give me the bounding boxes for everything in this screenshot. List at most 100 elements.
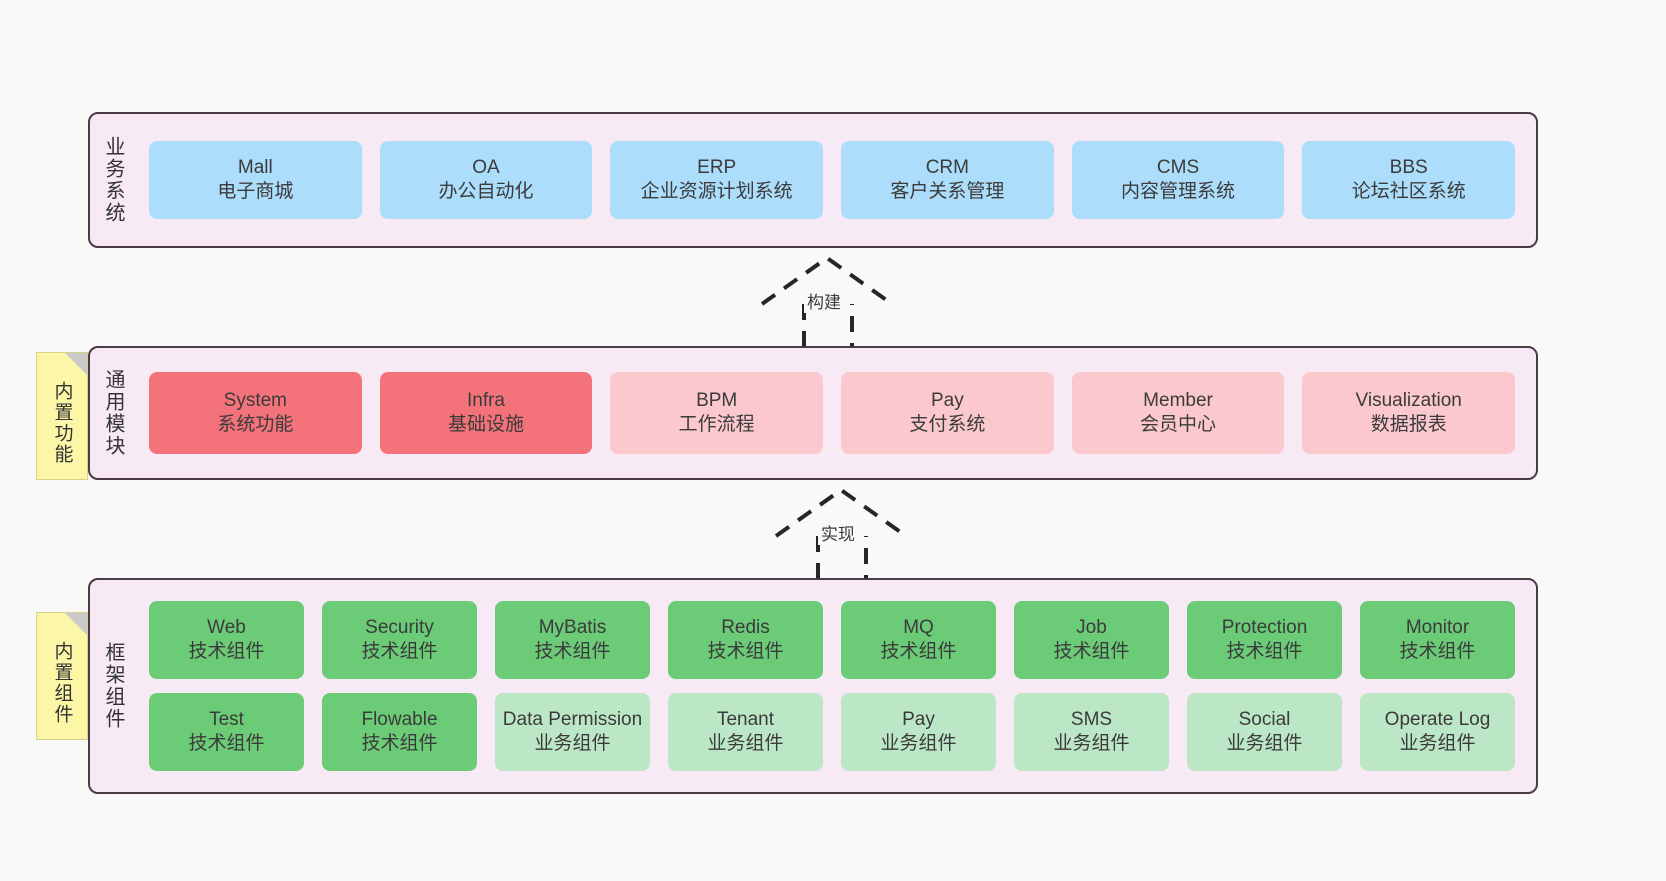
connector-build: 构建 [742,252,942,350]
note-builtin-features: 内置功能 [36,352,88,480]
card-subtitle: 基础设施 [448,414,525,435]
note-fold-corner [65,353,87,375]
connector-build-label: 构建 [804,288,844,313]
card-title: Visualization [1355,389,1462,411]
card-subtitle: 客户关系管理 [890,181,1005,202]
card-subtitle: 业务组件 [707,733,784,754]
card-title: Test [209,708,244,730]
component-card-redis[interactable]: Redis 技术组件 [668,601,823,679]
card-title: Tenant [716,708,775,730]
card-subtitle: 内容管理系统 [1121,181,1236,202]
card-subtitle: 电子商城 [217,181,294,202]
system-card-erp[interactable]: ERP 企业资源计划系统 [610,141,824,219]
card-title: BPM [696,389,738,411]
note-fold-corner [65,613,87,635]
card-title: MyBatis [538,616,607,638]
card-subtitle: 支付系统 [909,414,986,435]
card-title: Flowable [361,708,438,730]
card-title: Infra [466,389,506,411]
component-card-mq[interactable]: MQ 技术组件 [841,601,996,679]
card-subtitle: 业务组件 [1226,733,1303,754]
card-title: OA [472,156,500,178]
card-title: Redis [721,616,770,638]
card-subtitle: 会员中心 [1140,414,1217,435]
card-title: SMS [1070,708,1113,730]
card-subtitle: 业务组件 [534,733,611,754]
card-subtitle: 论坛社区系统 [1351,181,1466,202]
component-card-security[interactable]: Security 技术组件 [322,601,477,679]
note-builtin-components: 内置组件 [36,612,88,740]
module-card-pay[interactable]: Pay 支付系统 [841,372,1054,454]
card-subtitle: 技术组件 [188,733,265,754]
component-card-data-permission[interactable]: Data Permission 业务组件 [495,693,650,771]
card-subtitle: 办公自动化 [438,181,534,202]
card-title: Monitor [1405,616,1470,638]
connector-implement-label: 实现 [818,520,858,545]
system-card-mall[interactable]: Mall 电子商城 [149,141,362,219]
card-title: Mall [237,156,273,178]
layer-label-framework: 框架组件 [102,642,124,730]
component-card-monitor[interactable]: Monitor 技术组件 [1360,601,1515,679]
layer-business-systems: 业务系统 Mall 电子商城 OA 办公自动化 ERP 企业资源计划系统 CRM 客户关系管理… [88,112,1538,248]
card-subtitle: 工作流程 [678,414,755,435]
card-subtitle: 业务组件 [1399,733,1476,754]
card-title: Security [365,616,434,638]
card-subtitle: 技术组件 [361,641,438,662]
card-title: ERP [697,156,737,178]
component-card-web[interactable]: Web 技术组件 [149,601,304,679]
card-subtitle: 企业资源计划系统 [640,181,793,202]
module-card-member[interactable]: Member 会员中心 [1071,372,1285,454]
card-title: MQ [903,616,934,638]
card-title: Pay [902,708,935,730]
card-title: CMS [1156,156,1200,178]
connector-implement: 实现 [756,484,956,582]
component-card-test[interactable]: Test 技术组件 [149,693,304,771]
module-card-infra[interactable]: Infra 基础设施 [379,372,593,454]
card-title: Job [1076,616,1107,638]
note-builtin-components-label: 内置组件 [51,641,73,725]
component-card-social[interactable]: Social 业务组件 [1187,693,1342,771]
module-card-bpm[interactable]: BPM 工作流程 [610,372,824,454]
card-title: System [223,389,288,411]
system-card-crm[interactable]: CRM 客户关系管理 [841,141,1054,219]
card-title: Member [1143,389,1213,411]
card-subtitle: 技术组件 [880,641,957,662]
card-title: BBS [1389,156,1428,178]
module-card-visualization[interactable]: Visualization 数据报表 [1302,372,1516,454]
system-card-cms[interactable]: CMS 内容管理系统 [1071,141,1285,219]
system-card-bbs[interactable]: BBS 论坛社区系统 [1302,141,1516,219]
card-title: Pay [930,389,964,411]
component-card-pay[interactable]: Pay 业务组件 [841,693,996,771]
card-subtitle: 系统功能 [217,414,294,435]
card-title: CRM [925,156,969,178]
card-subtitle: 技术组件 [1399,641,1476,662]
module-card-system[interactable]: System 系统功能 [149,372,362,454]
component-card-protection[interactable]: Protection 技术组件 [1187,601,1342,679]
card-title: Protection [1221,616,1308,638]
card-subtitle: 技术组件 [1053,641,1130,662]
layer-body-modules: System 系统功能 Infra 基础设施 BPM 工作流程 Pay 支付系统 Member 会… [136,348,1536,478]
component-card-tenant[interactable]: Tenant 业务组件 [668,693,823,771]
card-subtitle: 业务组件 [880,733,957,754]
card-title: Operate Log [1384,708,1491,730]
card-subtitle: 技术组件 [1226,641,1303,662]
component-card-operate-log[interactable]: Operate Log 业务组件 [1360,693,1515,771]
card-title: Social [1238,708,1291,730]
system-card-oa[interactable]: OA 办公自动化 [379,141,593,219]
card-title: Data Permission [502,708,643,730]
card-subtitle: 数据报表 [1370,414,1447,435]
layer-label-business: 业务系统 [102,136,124,224]
card-subtitle: 技术组件 [707,641,784,662]
card-title: Web [207,616,246,638]
component-card-job[interactable]: Job 技术组件 [1014,601,1169,679]
card-subtitle: 技术组件 [188,641,265,662]
layer-body-business: Mall 电子商城 OA 办公自动化 ERP 企业资源计划系统 CRM 客户关系管理 CMS 内容… [136,114,1536,246]
